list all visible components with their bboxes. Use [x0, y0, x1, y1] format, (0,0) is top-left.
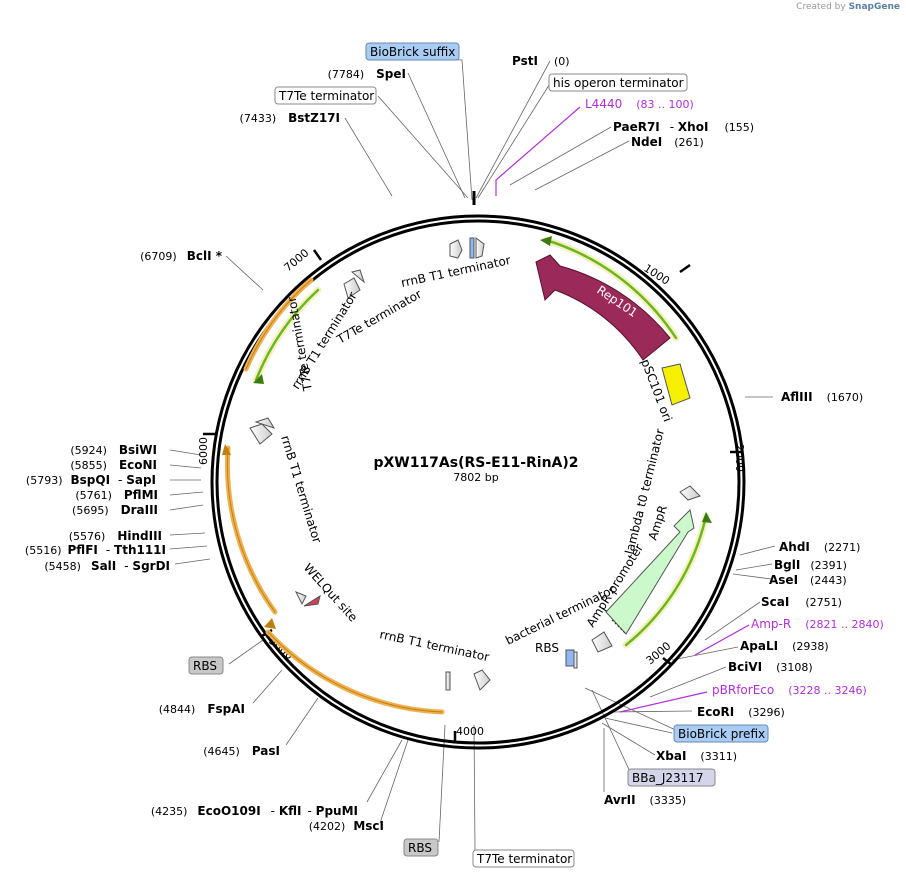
inner-label-t7te-left: T7Te terminator [285, 296, 316, 393]
inner-label-rrnb-bottom: rrnB T1 terminator [378, 627, 490, 664]
inner-glyphs [249, 237, 701, 691]
boxed-labels: BioBrick suffix his operon terminator T7… [188, 42, 769, 868]
site-pflfi: (5516)PflFI- Tth111I [25, 543, 166, 557]
ampr-promoter-mark [611, 619, 627, 635]
arc-guide-arrows [222, 236, 712, 629]
site-asei: AseI(2443) [769, 573, 847, 587]
inner-label-welqut: WELQut site [301, 561, 361, 625]
restriction-sites: PstI(0) PaeR7I- XhoI(155) NdeI(261) AflI… [512, 54, 863, 807]
tick-2000: 2000 [733, 444, 746, 472]
site-avrii: AvrII(3335) [604, 793, 686, 807]
tick-7000: 7000 [282, 246, 312, 274]
site-econi: (5855)EcoNI [70, 458, 157, 472]
primer-pbrforeco: pBRforEco(3228 .. 3246) [712, 683, 867, 697]
site-ahdi: AhdI(2271) [779, 540, 860, 554]
tick-marks [203, 193, 742, 742]
site-ecoo109i: (4235)EcoO109I- KflI- PpuMI [151, 804, 358, 818]
site-ndei: NdeI(261) [631, 135, 704, 149]
site-bspqi: (5793)BspQI- SapI [26, 473, 156, 487]
site-bgli: BglI(2391) [774, 558, 847, 572]
box-t7te-bottom: T7Te terminator [476, 852, 572, 866]
site-psti: PstI(0) [512, 54, 570, 68]
site-pasi: (4645)PasI [203, 744, 280, 758]
site-hindiii: (5576)HindIII [69, 529, 162, 543]
site-ecori: EcoRI(3296) [697, 705, 785, 719]
site-paer7i: PaeR7I- XhoI(155) [613, 120, 754, 134]
site-bstz17i: (7433)BstZ17I [240, 111, 340, 125]
primer-labels: L4440(83 .. 100) Amp-R(2821 .. 2840) pBR… [585, 97, 884, 697]
site-xbai: XbaI(3311) [656, 749, 737, 763]
box-rbs-bottom: RBS [408, 841, 432, 855]
site-bcivi: BciVI(3108) [728, 660, 813, 674]
primer-markers [495, 106, 750, 713]
rep101-arrow[interactable] [535, 254, 671, 361]
box-his-operon: his operon terminator [553, 76, 684, 90]
site-pflmi: (5761)PflMI [75, 488, 158, 502]
box-biobrick-suffix: BioBrick suffix [370, 45, 455, 59]
box-t7te-top: T7Te terminator [278, 89, 374, 103]
leader-lines [169, 57, 776, 852]
inner-label-rrnb-left2: rrnB T1 terminator [278, 434, 324, 545]
snapgene-logo: SnapGene [848, 2, 900, 12]
primer-l4440: L4440(83 .. 100) [585, 97, 694, 111]
tick-6000: 6000 [197, 437, 210, 465]
inner-label-rbs-inner: RBS [535, 641, 559, 655]
ampr-arrow[interactable] [605, 509, 695, 635]
site-bcli: (6709)BclI * [140, 249, 223, 263]
site-apali: ApaLI(2938) [740, 639, 829, 653]
plasmid-size: 7802 bp [453, 471, 498, 484]
site-draiii: (5695)DraIII [72, 503, 158, 517]
backbone-inner [215, 219, 741, 745]
plasmid-name: pXW117As(RS-E11-RinA)2 [373, 455, 578, 471]
box-rbs-left: RBS [193, 659, 217, 673]
site-scai: ScaI(2751) [761, 595, 842, 609]
primer-amp-r: Amp-R(2821 .. 2840) [751, 617, 884, 631]
restriction-sites-left: (4202)MscI (4235)EcoO109I- KflI- PpuMI (… [25, 67, 406, 833]
site-sali: (5458)SalI- SgrDI [44, 559, 170, 573]
snapgene-credit: Created by SnapGene [796, 2, 900, 12]
site-msci: (4202)MscI [309, 819, 384, 833]
site-afliii: AflIII(1670) [781, 390, 863, 404]
site-fspai: (4844)FspAI [159, 702, 245, 716]
box-bba-j23117: BBa_J23117 [632, 771, 704, 785]
site-spei: (7784)SpeI [328, 67, 406, 81]
site-bsiwi: (5924)BsiWI [70, 443, 157, 457]
inner-label-rrnb-top: rrnB T1 terminator [400, 253, 512, 290]
arc-guides [224, 236, 710, 715]
box-biobrick-prefix: BioBrick prefix [678, 727, 765, 741]
tick-4000: 4000 [456, 725, 484, 738]
backbone-outer [210, 214, 746, 750]
inner-label-ampr: AmpR [646, 503, 670, 541]
psc101-ori-block[interactable] [661, 363, 691, 406]
